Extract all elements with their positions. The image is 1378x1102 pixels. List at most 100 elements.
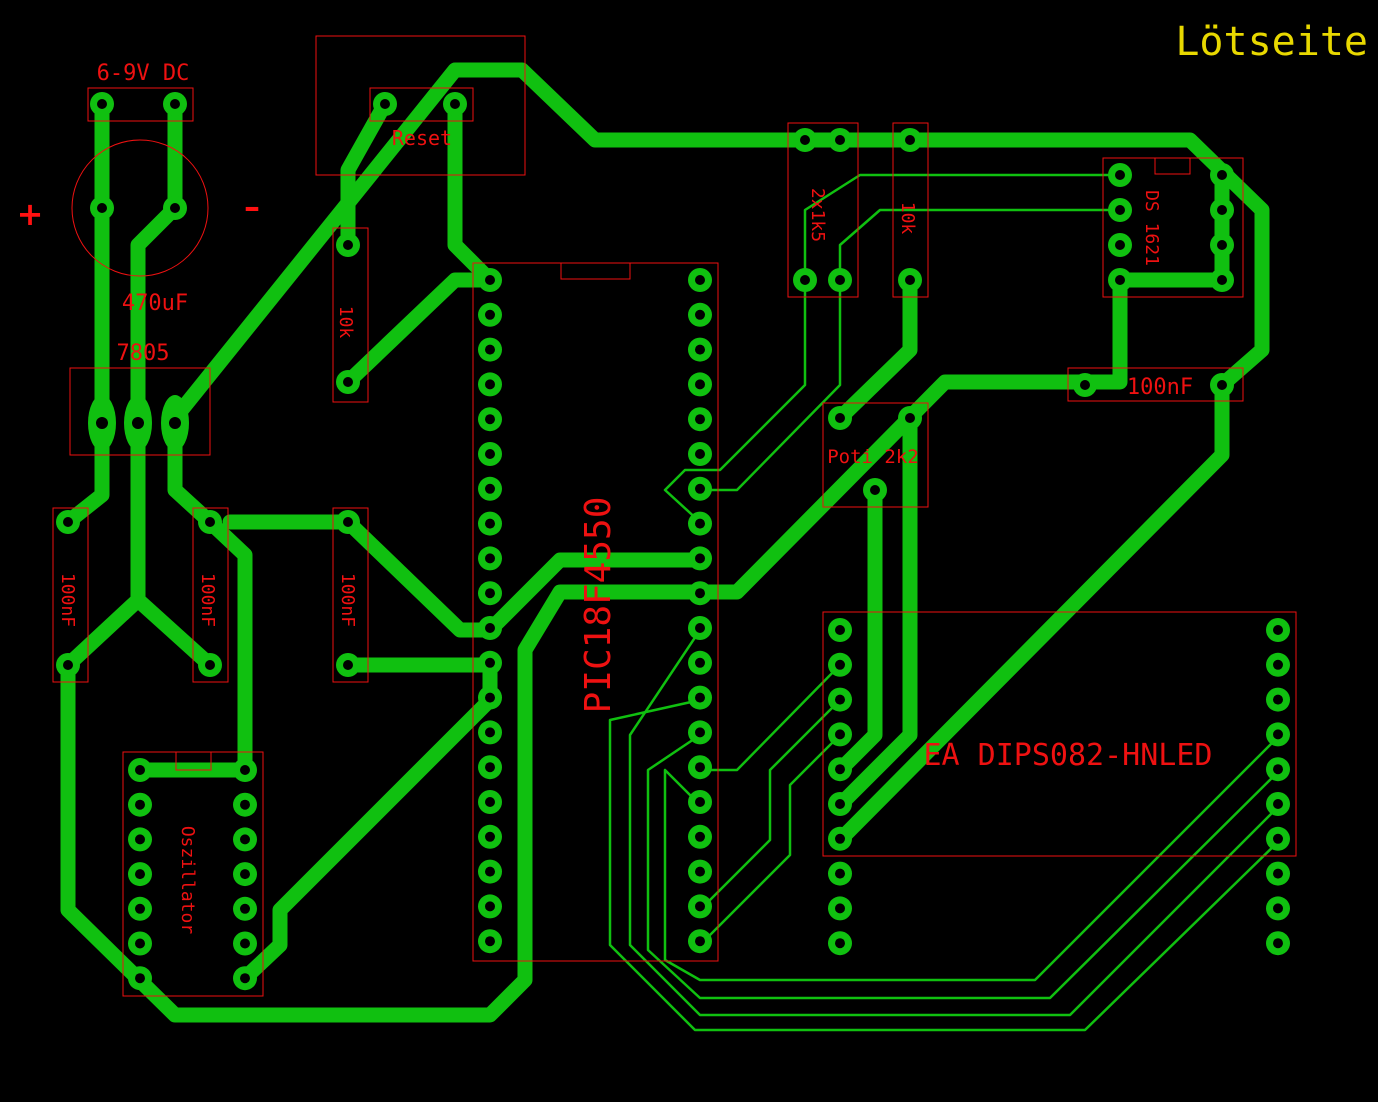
pad-cap-470-2: [163, 196, 187, 220]
pad-c100n-b-2: [198, 653, 222, 677]
pad-poti-1: [828, 406, 852, 430]
pad-mcu-r13: [688, 685, 712, 710]
pad-lcd-l6: [828, 792, 852, 816]
pad-mcu-r1: [688, 268, 712, 292]
label-poti: Poti 2k2: [827, 446, 919, 468]
trace-lcd-7: [663, 733, 1282, 982]
pad-mcu-l9: [478, 546, 502, 571]
pad-mcu-l11: [478, 616, 502, 640]
pad-reset-2: [443, 92, 467, 116]
pad-mcu-r18: [688, 859, 712, 884]
pad-7805-1: [88, 395, 116, 451]
pad-lcd-r10: [1266, 931, 1290, 956]
trace-reset-left: [340, 96, 393, 253]
sensor-notch: [1154, 157, 1191, 175]
label-regulator: 7805: [117, 341, 170, 366]
label-mcu: PIC18F4550: [578, 497, 619, 714]
pad-7805-3: [161, 395, 189, 451]
label-r-10k-b: 10k: [897, 202, 918, 235]
pad-r2x1k5-3: [793, 268, 817, 292]
pad-mcu-r9: [688, 546, 712, 571]
pad-mcu-r10: [688, 581, 712, 606]
pad-lcd-l5: [828, 757, 852, 782]
pad-osc-r7: [233, 966, 257, 991]
regulator-outline: [69, 367, 211, 456]
r-10k-a-outline: [332, 227, 369, 403]
pad-mcu-l7: [478, 476, 502, 501]
pad-lcd-r7: [1266, 826, 1290, 851]
pad-r2x1k5-4: [828, 268, 852, 292]
pad-mcu-l12: [478, 650, 502, 675]
pad-osc-l3: [128, 827, 152, 852]
pad-mcu-l13: [478, 685, 502, 710]
pad-lcd-r4: [1266, 722, 1290, 747]
pad-osc-r1: [233, 758, 257, 782]
labels: Lötseite + – 6-9V DC Reset 470uF 7805 10…: [17, 19, 1368, 934]
label-cap-100n-b: 100nF: [197, 573, 218, 627]
pad-osc-r2: [233, 792, 257, 817]
lcd-outline: [822, 611, 1297, 857]
trace-reset-pin: [447, 96, 498, 288]
r-10k-b-outline: [892, 122, 929, 298]
pad-osc-r3: [233, 827, 257, 852]
pad-lcd-r2: [1266, 652, 1290, 677]
cap-100n-a-outline: [52, 507, 89, 683]
pad-ds1621-l2: [1108, 198, 1132, 222]
pad-osc-l2: [128, 792, 152, 817]
poti-outline: [822, 402, 929, 508]
cap-100n-c-outline: [332, 507, 369, 683]
pad-osc-r4: [233, 862, 257, 887]
oscillator-notch: [175, 751, 212, 771]
trace-scl: [663, 173, 1122, 524]
label-lcd: EA DIPS082-HNLED: [924, 738, 1213, 773]
trace-lcd-5: [628, 628, 1282, 1017]
r-2x1k5-outline: [787, 122, 859, 298]
reset-outline-inner: [369, 87, 474, 122]
signal-traces: [608, 173, 1282, 1032]
pad-lcd-r5: [1266, 757, 1290, 782]
pad-osc-l1: [128, 758, 152, 782]
label-cap-100n-c: 100nF: [337, 573, 358, 627]
pad-mcu-l2: [478, 302, 502, 327]
pad-mcu-l17: [478, 824, 502, 849]
pad-mcu-r4: [688, 372, 712, 397]
pad-osc-l6: [128, 931, 152, 956]
pad-lcd-l7: [828, 826, 852, 851]
trace-osc-out: [237, 657, 498, 986]
pad-dc-2: [163, 92, 187, 116]
pad-lcd-r8: [1266, 861, 1290, 886]
pad-mcu-r2: [688, 302, 712, 327]
label-cap-100n-d: 100nF: [1127, 375, 1193, 400]
pad-lcd-l10: [828, 931, 852, 956]
trace-lcd-3: [698, 733, 842, 947]
pad-lcd-l2: [828, 652, 852, 677]
label-oscillator: Oszillator: [177, 826, 198, 935]
pad-c100n-c-2: [336, 653, 360, 677]
trace-osc-vcc: [202, 514, 253, 778]
label-dc-in: 6-9V DC: [97, 61, 190, 86]
pad-c100n-d-1: [1073, 373, 1097, 397]
pad-mcu-r11: [688, 616, 712, 640]
pad-c100n-d-2: [1210, 373, 1234, 397]
pad-osc-l5: [128, 896, 152, 921]
trace-sda: [698, 208, 1122, 492]
label-r-10k-a: 10k: [335, 306, 356, 339]
pad-mcu-l10: [478, 581, 502, 606]
pad-r2x1k5-1: [793, 128, 817, 152]
pad-osc-r6: [233, 931, 257, 956]
label-r-2x1k5: 2x1k5: [807, 188, 828, 242]
minus-sign: –: [244, 188, 260, 226]
trace-gnd-bus: [60, 410, 708, 1023]
pad-mcu-l1: [478, 268, 502, 292]
mcu-notch: [560, 262, 631, 280]
pad-mcu-r15: [688, 755, 712, 780]
label-cap-470: 470uF: [122, 291, 188, 316]
pad-mcu-r7: [688, 476, 712, 501]
pad-osc-l4: [128, 862, 152, 887]
trace-10k-pin: [340, 272, 498, 390]
pad-mcu-l19: [478, 894, 502, 919]
trace-dc-minus: [130, 96, 183, 426]
pad-r10k-b-1: [898, 128, 922, 152]
pad-mcu-r19: [688, 894, 712, 919]
pad-mcu-r3: [688, 337, 712, 362]
